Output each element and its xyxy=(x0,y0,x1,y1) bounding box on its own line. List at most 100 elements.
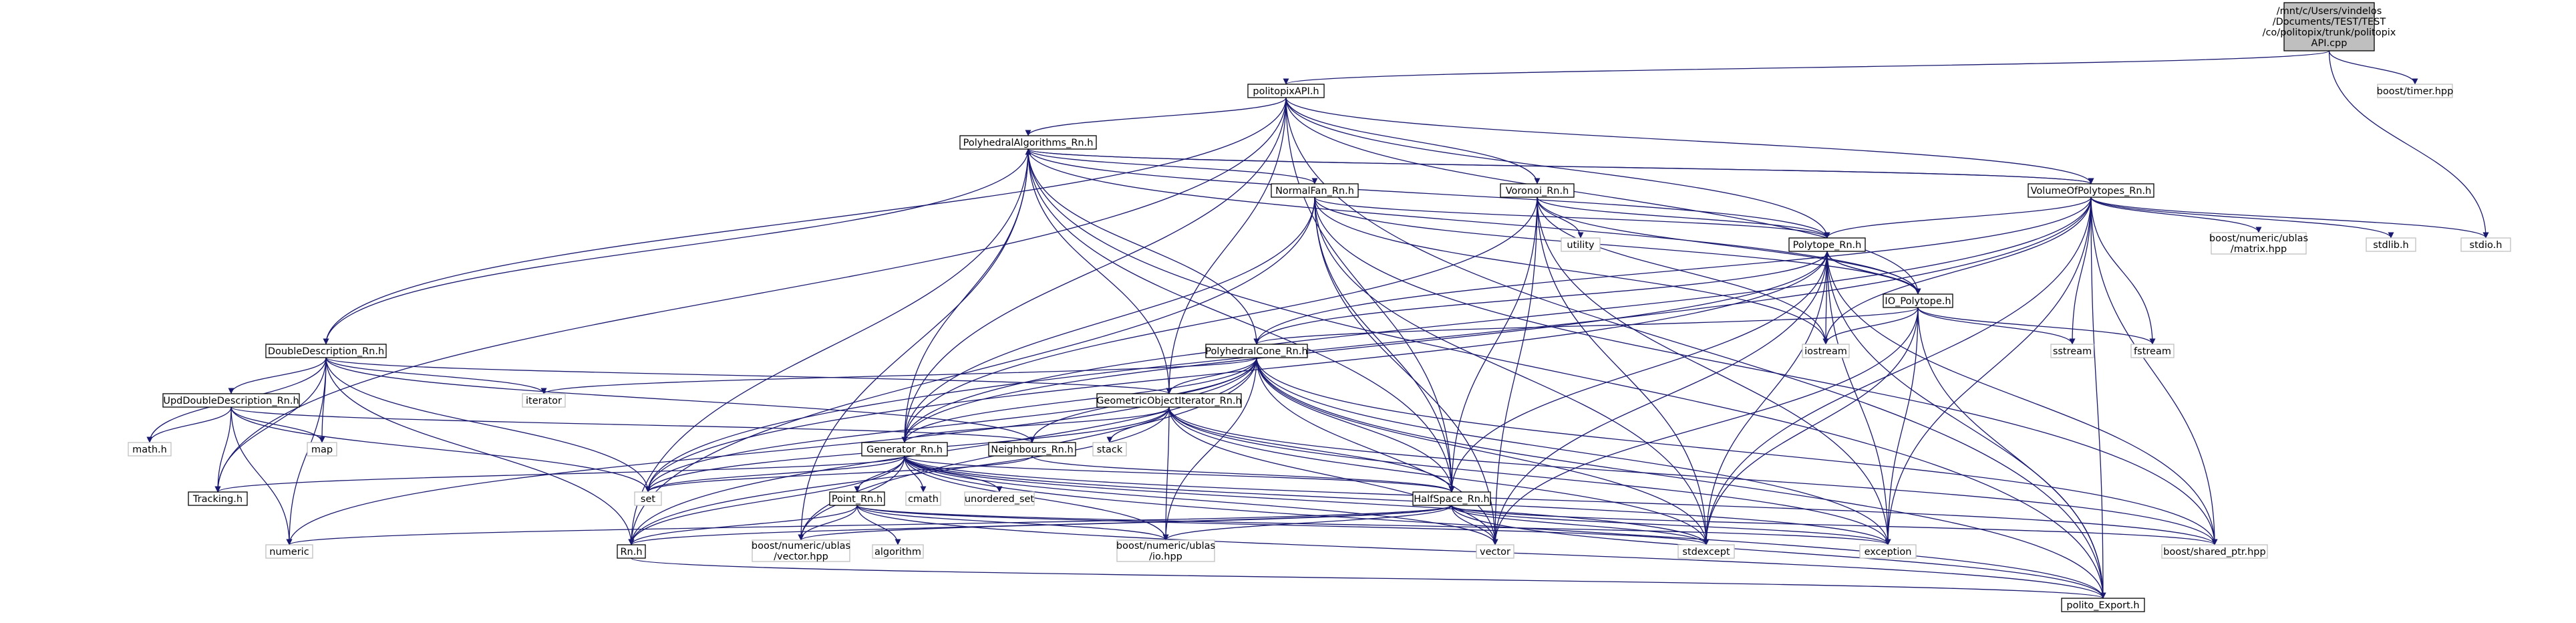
node-box xyxy=(128,442,172,457)
node-label: iterator xyxy=(526,396,562,406)
edge-polycone-to-set xyxy=(645,357,1257,493)
node-label: Voronoi_Rn.h xyxy=(1506,186,1569,197)
edge-volpoly-to-polyalg xyxy=(1025,148,2092,184)
edge-volpoly-to-sstream xyxy=(2069,197,2092,345)
edge-generator-to-shared-ptr xyxy=(904,455,2218,545)
node-label: boost/numeric/ublas xyxy=(752,541,850,551)
edge-politopixapi-h-to-doubledesc xyxy=(323,97,1287,345)
node-label: stack xyxy=(1097,445,1123,455)
edge-politopixapi-h-to-io-polytope xyxy=(1285,97,1921,295)
node-box xyxy=(829,491,885,506)
node-label: stdexcept xyxy=(1682,547,1730,557)
edge-point-to-ublas-vector xyxy=(798,505,858,541)
node-label: iostream xyxy=(1804,346,1847,357)
edge-point-to-stdexcept xyxy=(856,505,1710,545)
edge-io-polytope-to-exception xyxy=(1885,307,1919,545)
node-politopixapi-h[interactable]: politopixAPI.h xyxy=(1247,84,1325,98)
edge-halfspace-to-vector xyxy=(1451,505,1498,545)
node-label: exception xyxy=(1865,547,1912,557)
edge-upddd-to-math-h xyxy=(146,406,232,443)
edge-voronoi-to-polytope xyxy=(1537,197,1830,239)
node-map: map xyxy=(307,442,337,457)
node-ublas-matrix: boost/numeric/ublas/matrix.hpp xyxy=(2209,232,2308,255)
node-box xyxy=(1412,491,1491,506)
edge-generator-to-vector xyxy=(904,455,1498,545)
node-box xyxy=(1561,237,1601,252)
edge-io-polytope-to-polytope xyxy=(1824,251,1919,295)
node-box xyxy=(964,491,1035,506)
node-label: math.h xyxy=(132,445,167,455)
node-tracking[interactable]: Tracking.h xyxy=(188,491,248,506)
edge-upddd-to-numeric xyxy=(230,406,293,545)
node-upddd[interactable]: UpdDoubleDescription_Rn.h xyxy=(162,393,300,408)
edge-voronoi-to-io-polytope xyxy=(1537,197,1921,295)
edge-volpoly-to-polycone xyxy=(1253,197,2092,345)
node-label: /vector.hpp xyxy=(774,551,828,562)
node-stack: stack xyxy=(1092,442,1127,457)
node-box xyxy=(617,544,646,559)
node-polito-export[interactable]: polito_Export.h xyxy=(2061,598,2145,612)
node-label: vector xyxy=(1480,547,1510,557)
edge-io-polytope-to-fstream xyxy=(1917,307,2156,345)
node-label: Polytope_Rn.h xyxy=(1793,240,1862,251)
node-math-h: math.h xyxy=(128,442,172,457)
edge-io-polytope-to-stdexcept xyxy=(1703,307,1919,545)
node-point[interactable]: Point_Rn.h xyxy=(829,491,885,506)
edge-doubledesc-to-set xyxy=(325,357,651,493)
node-generator[interactable]: Generator_Rn.h xyxy=(861,442,948,457)
node-box xyxy=(2283,2,2375,51)
edge-io-polytope-to-polycone xyxy=(1253,307,1919,345)
edge-normalfan-to-iostream xyxy=(1314,197,1829,345)
node-doubledesc[interactable]: DoubleDescription_Rn.h xyxy=(265,344,387,358)
edge-polycone-to-shared-ptr xyxy=(1256,357,2218,545)
node-rn-h[interactable]: Rn.h xyxy=(617,544,646,559)
node-label: UpdDoubleDescription_Rn.h xyxy=(163,396,299,406)
node-exception: exception xyxy=(1859,544,1917,559)
edge-politopixapi-h-to-tracking xyxy=(214,97,1287,493)
node-box xyxy=(634,491,662,506)
edge-io-polytope-to-sstream xyxy=(1917,307,2076,345)
edge-volpoly-to-stdlib-h xyxy=(2090,197,2394,239)
node-box xyxy=(1677,544,1735,559)
node-label: numeric xyxy=(269,547,309,557)
node-box xyxy=(2460,237,2511,252)
edge-normalfan-to-stdexcept xyxy=(1314,197,1710,545)
node-neighbours[interactable]: Neighbours_Rn.h xyxy=(988,442,1076,457)
edge-geomiter-to-halfspace xyxy=(1168,406,1455,493)
edge-polyalg-to-rn-h xyxy=(628,148,1029,545)
node-box xyxy=(1883,293,1953,308)
node-label: /co/politopix/trunk/politopix xyxy=(2263,27,2396,38)
edge-politopixapi-h-to-polito-export xyxy=(1285,97,2106,599)
edge-generator-to-ublas-io xyxy=(904,455,1169,541)
edge-volpoly-to-shared-ptr xyxy=(2090,197,2218,545)
edge-polyalg-to-geomiter xyxy=(1027,148,1172,394)
edge-upddd-to-neighbours xyxy=(230,406,1035,443)
node-box xyxy=(522,393,566,408)
node-voronoi[interactable]: Voronoi_Rn.h xyxy=(1500,183,1575,198)
node-stdexcept: stdexcept xyxy=(1677,544,1735,559)
node-io-polytope[interactable]: IO_Polytope.h xyxy=(1883,293,1953,308)
edge-io-polytope-to-polito-export xyxy=(1917,307,2106,599)
edge-politopixapi-cpp-to-stdio-h xyxy=(2328,50,2489,239)
node-polytope[interactable]: Polytope_Rn.h xyxy=(1788,237,1866,252)
node-normalfan[interactable]: NormalFan_Rn.h xyxy=(1271,183,1359,198)
edge-polycone-to-generator xyxy=(901,357,1257,443)
node-halfspace[interactable]: HalfSpace_Rn.h xyxy=(1412,491,1491,506)
node-volpoly[interactable]: VolumeOfPolytopes_Rn.h xyxy=(2028,183,2154,198)
node-box xyxy=(2061,598,2145,612)
node-label: GeometricObjectIterator_Rn.h xyxy=(1096,396,1242,406)
node-label: /io.hpp xyxy=(1149,551,1182,562)
edge-doubledesc-to-geomiter xyxy=(325,357,1172,394)
edge-volpoly-to-set xyxy=(645,197,2092,493)
edge-normalfan-to-vector xyxy=(1314,197,1498,545)
edge-polycone-to-iterator xyxy=(540,357,1257,394)
edge-generator-to-set xyxy=(645,455,905,493)
edge-geomiter-to-exception xyxy=(1168,406,1891,545)
node-label: fstream xyxy=(2134,346,2171,357)
edge-generator-to-tracking xyxy=(214,455,905,493)
node-sstream: sstream xyxy=(2050,344,2094,358)
node-polycone[interactable]: PolyhedralCone_Rn.h xyxy=(1205,344,1308,358)
node-polyalg[interactable]: PolyhedralAlgorithms_Rn.h xyxy=(959,135,1097,150)
node-politopixapi-cpp[interactable]: /mnt/c/Users/vindelos/Documents/TEST/TES… xyxy=(2263,2,2396,51)
node-geomiter[interactable]: GeometricObjectIterator_Rn.h xyxy=(1096,393,1242,408)
